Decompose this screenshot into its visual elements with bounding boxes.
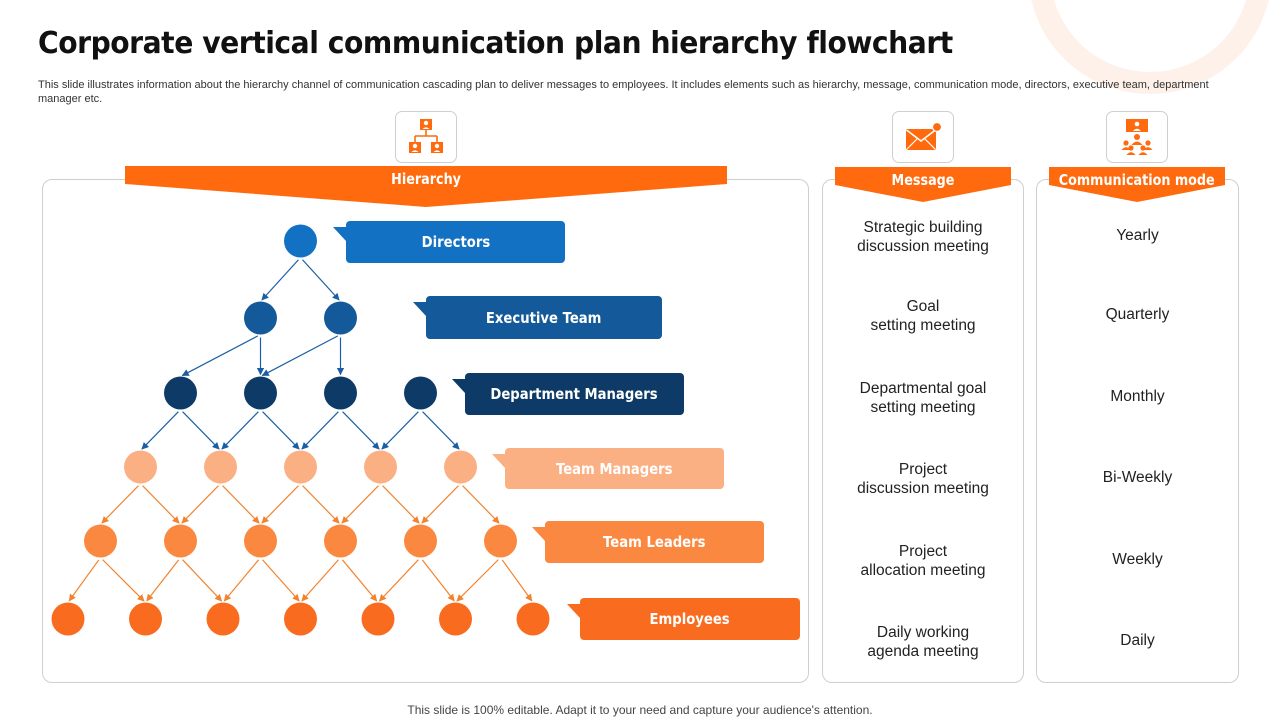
tree-node-employees bbox=[516, 602, 550, 636]
tree-arrow bbox=[421, 485, 459, 524]
page-subtitle: This slide illustrates information about… bbox=[38, 79, 1209, 105]
tree-arrow bbox=[221, 411, 259, 450]
message-item: Daily working agenda meeting bbox=[867, 624, 979, 660]
tree-arrow bbox=[146, 559, 180, 602]
presenter-audience-icon bbox=[1106, 111, 1168, 163]
footer-note: This slide is 100% editable. Adapt it to… bbox=[407, 703, 873, 717]
tree-arrow bbox=[421, 559, 455, 602]
tree-arrow bbox=[182, 411, 220, 450]
communication-mode-panel bbox=[1036, 179, 1239, 683]
tree-node-executive-team bbox=[244, 301, 277, 335]
tree-arrow bbox=[341, 559, 378, 602]
tree-node-department-managers bbox=[324, 376, 357, 410]
tree-arrow bbox=[261, 335, 339, 377]
tree-node-employees bbox=[129, 602, 162, 636]
tree-arrow bbox=[462, 485, 500, 524]
tree-arrow bbox=[381, 411, 419, 450]
tree-arrow bbox=[142, 485, 180, 524]
message-header: Message bbox=[891, 171, 955, 189]
tree-node-team-leaders bbox=[484, 524, 517, 558]
hierarchy-header: Hierarchy bbox=[391, 170, 461, 188]
tree-node-department-managers bbox=[164, 376, 197, 410]
tree-arrow bbox=[378, 559, 419, 602]
message-panel bbox=[822, 179, 1024, 683]
tree-arrow bbox=[262, 559, 300, 602]
message-item: Departmental goal setting meeting bbox=[859, 380, 987, 416]
level-label-team-leaders: Team Leaders bbox=[532, 521, 764, 563]
message-item: Project allocation meeting bbox=[860, 543, 986, 579]
tree-node-team-leaders bbox=[324, 524, 357, 558]
tree-arrow bbox=[501, 559, 533, 602]
communication-mode-item: Monthly bbox=[1110, 388, 1165, 405]
communication-mode-item: Bi-Weekly bbox=[1102, 469, 1173, 486]
tree-arrow bbox=[382, 485, 420, 524]
tree-node-directors bbox=[284, 224, 317, 258]
tree-arrow bbox=[342, 411, 380, 450]
tree-arrow bbox=[261, 259, 299, 301]
communication-mode-banner: Communication mode bbox=[1049, 167, 1225, 203]
tree-arrow bbox=[261, 485, 299, 524]
tree-arrow bbox=[456, 559, 499, 602]
level-label-team-managers: Team Managers bbox=[492, 448, 724, 489]
level-label-department-managers: Department Managers bbox=[452, 373, 684, 415]
tree-node-team-managers bbox=[364, 450, 397, 484]
tree-node-team-managers bbox=[204, 450, 237, 484]
tree-arrow bbox=[301, 559, 339, 602]
tree-node-employees bbox=[361, 602, 395, 636]
tree-arrow bbox=[422, 411, 460, 450]
message-item: Project discussion meeting bbox=[857, 461, 989, 497]
communication-mode-item: Quarterly bbox=[1105, 306, 1170, 323]
tree-arrow bbox=[141, 411, 179, 450]
tree-node-department-managers bbox=[244, 376, 277, 410]
tree-node-team-leaders bbox=[164, 524, 197, 558]
tree-node-employees bbox=[439, 602, 472, 636]
tree-arrow bbox=[222, 485, 260, 524]
tree-node-team-managers bbox=[284, 450, 317, 484]
level-label-employees: Employees bbox=[567, 598, 800, 640]
tree-arrow bbox=[262, 411, 300, 450]
level-label-directors: Directors bbox=[333, 221, 565, 263]
tree-arrow bbox=[301, 411, 339, 450]
communication-mode-header: Communication mode bbox=[1059, 171, 1215, 189]
communication-mode-item: Yearly bbox=[1116, 227, 1159, 244]
envelope-notification-icon bbox=[892, 111, 954, 163]
tree-node-team-managers bbox=[124, 450, 157, 484]
tree-node-executive-team bbox=[324, 301, 357, 335]
tree-arrow bbox=[101, 485, 139, 524]
tree-arrow bbox=[181, 485, 219, 524]
tree-node-employees bbox=[284, 602, 317, 636]
tree-arrow bbox=[341, 485, 379, 524]
page-title: Corporate vertical communication plan hi… bbox=[38, 26, 953, 61]
tree-arrow bbox=[302, 485, 340, 524]
tree-arrow bbox=[181, 335, 259, 377]
tree-node-employees bbox=[51, 602, 85, 636]
message-item: Goal setting meeting bbox=[870, 298, 976, 334]
tree-arrow bbox=[68, 559, 100, 602]
tree-arrow bbox=[182, 559, 223, 602]
level-label-executive-team: Executive Team bbox=[413, 296, 662, 339]
message-banner: Message bbox=[835, 167, 1011, 203]
tree-node-team-leaders bbox=[84, 524, 117, 558]
tree-arrow bbox=[223, 559, 260, 602]
tree-node-team-leaders bbox=[244, 524, 277, 558]
tree-node-team-leaders bbox=[404, 524, 437, 558]
tree-node-employees bbox=[206, 602, 240, 636]
communication-mode-item: Daily bbox=[1120, 632, 1155, 649]
tree-node-department-managers bbox=[404, 376, 437, 410]
message-item: Strategic building discussion meeting bbox=[857, 219, 989, 255]
tree-arrow bbox=[302, 259, 340, 301]
tree-node-team-managers bbox=[444, 450, 477, 484]
tree-arrow bbox=[102, 559, 145, 602]
hierarchy-banner: Hierarchy bbox=[125, 166, 727, 208]
org-chart-icon bbox=[395, 111, 457, 163]
communication-mode-item: Weekly bbox=[1112, 551, 1163, 568]
